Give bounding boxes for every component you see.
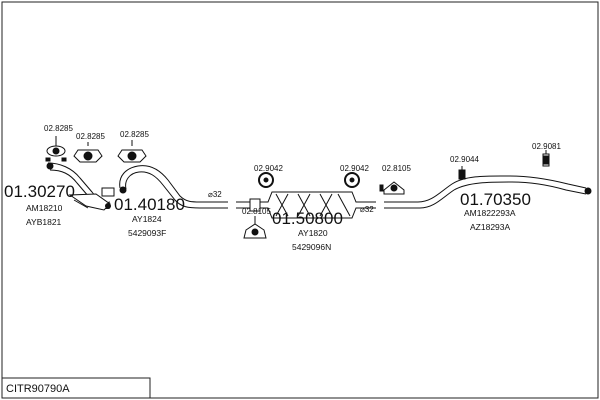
clamp-c9-label: 02.9081 xyxy=(532,142,561,151)
clamp-c8-icon xyxy=(458,166,466,180)
diagram-title: CITR90790A xyxy=(6,383,70,395)
clamp-c7-label: 02.8105 xyxy=(382,164,411,173)
clamp-c2-icon xyxy=(73,142,103,163)
clamp-c8-label: 02.9044 xyxy=(450,155,479,164)
rear-pipe-number: 01.70350 xyxy=(460,190,531,209)
diameter-mark-2: ⌀32 xyxy=(360,205,374,214)
center-silencer-code-1: AY1820 xyxy=(298,228,328,238)
center-silencer-code-2: 5429096N xyxy=(292,242,331,252)
clamp-c4-label: 02.9042 xyxy=(254,164,283,173)
center-silencer-number: 01.50800 xyxy=(272,209,343,228)
rear-pipe-code-2: AZ18293A xyxy=(470,222,510,232)
title-box xyxy=(1,377,151,399)
middle-pipe-code-2: 5429093F xyxy=(128,228,166,238)
rear-pipe-code-1: AM1822293A xyxy=(464,208,516,218)
clamp-c3-icon xyxy=(117,140,147,163)
clamp-c4-icon xyxy=(258,172,274,188)
rear-pipe-drawing xyxy=(384,175,592,209)
front-pipe-code-2: AYB1821 xyxy=(26,217,62,227)
front-pipe-code-1: AM18210 xyxy=(26,203,63,213)
center-silencer-drawing xyxy=(236,191,376,219)
clamp-c1-icon xyxy=(45,136,67,162)
clamp-c5-icon xyxy=(344,172,360,188)
clamp-c3-label: 02.8285 xyxy=(120,130,149,139)
clamp-c6-label: 02.8105 xyxy=(242,207,271,216)
clamp-c1-label: 02.8285 xyxy=(44,124,73,133)
front-pipe-number: 01.30270 xyxy=(4,182,75,201)
diameter-mark-1: ⌀32 xyxy=(208,190,222,199)
clamp-c9-icon xyxy=(542,150,550,167)
clamp-c6-icon xyxy=(243,216,267,239)
middle-pipe-drawing xyxy=(119,165,228,209)
clamp-c7-icon xyxy=(379,181,405,195)
clamp-c2-label: 02.8285 xyxy=(76,132,105,141)
middle-pipe-number: 01.40180 xyxy=(114,195,185,214)
front-pipe-drawing xyxy=(46,162,115,211)
clamp-c5-label: 02.9042 xyxy=(340,164,369,173)
middle-pipe-code-1: AY1824 xyxy=(132,214,162,224)
